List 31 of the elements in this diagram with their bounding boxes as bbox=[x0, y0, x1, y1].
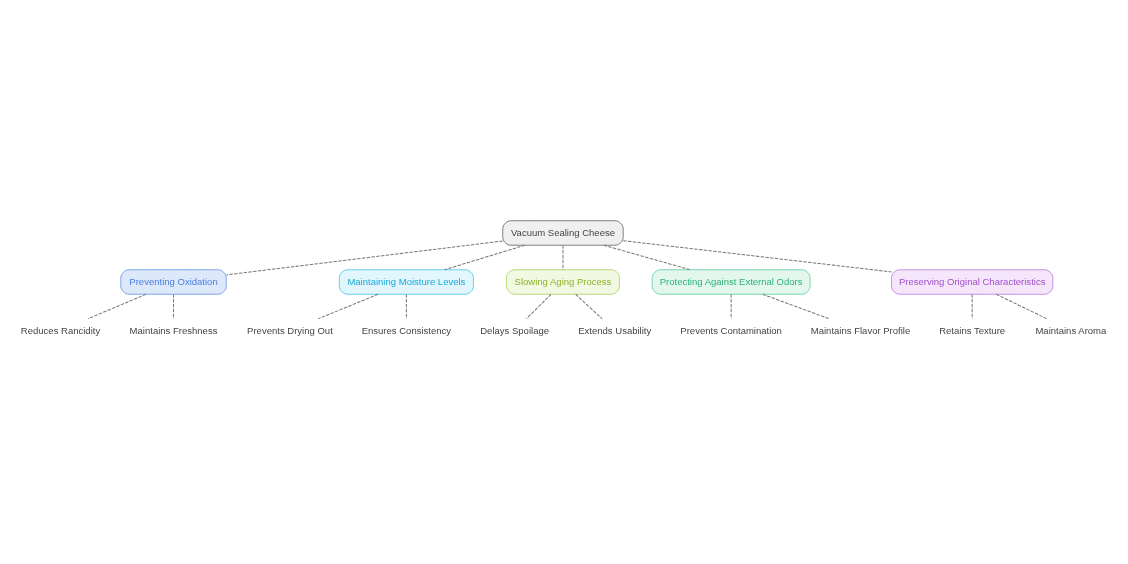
node-text: Retains Texture bbox=[939, 324, 1006, 336]
node-text: Extends Usability bbox=[578, 324, 652, 336]
node-text: Prevents Contamination bbox=[680, 324, 782, 336]
connector bbox=[226, 240, 504, 276]
connector bbox=[575, 293, 603, 320]
connector bbox=[525, 293, 552, 320]
connector bbox=[444, 244, 526, 271]
node-box: Preventing Oxidation bbox=[120, 269, 227, 295]
node-box: Maintaining Moisture Levels bbox=[339, 269, 474, 295]
node-text: Prevents Drying Out bbox=[247, 324, 333, 336]
connector bbox=[730, 293, 732, 320]
node-text: Ensures Consistency bbox=[361, 324, 452, 336]
connector bbox=[87, 293, 147, 320]
node-text: Reduces Rancidity bbox=[20, 324, 101, 336]
connector bbox=[562, 244, 564, 271]
connector bbox=[762, 293, 830, 320]
connector bbox=[173, 293, 175, 320]
node-box: Slowing Aging Process bbox=[506, 269, 620, 295]
node-text: Maintains Aroma bbox=[1035, 324, 1107, 336]
node-box: Vacuum Sealing Cheese bbox=[502, 220, 624, 246]
node-box: Protecting Against External Odors bbox=[651, 269, 811, 295]
connector bbox=[405, 293, 407, 320]
connector bbox=[995, 293, 1048, 320]
node-box: Preserving Original Characteristics bbox=[891, 269, 1054, 295]
connector bbox=[622, 240, 892, 273]
node-text: Maintains Freshness bbox=[129, 324, 218, 336]
connector bbox=[317, 293, 379, 320]
node-text: Maintains Flavor Profile bbox=[810, 324, 911, 336]
connector bbox=[971, 293, 973, 320]
connector bbox=[603, 244, 691, 271]
node-text: Delays Spoilage bbox=[480, 324, 550, 336]
